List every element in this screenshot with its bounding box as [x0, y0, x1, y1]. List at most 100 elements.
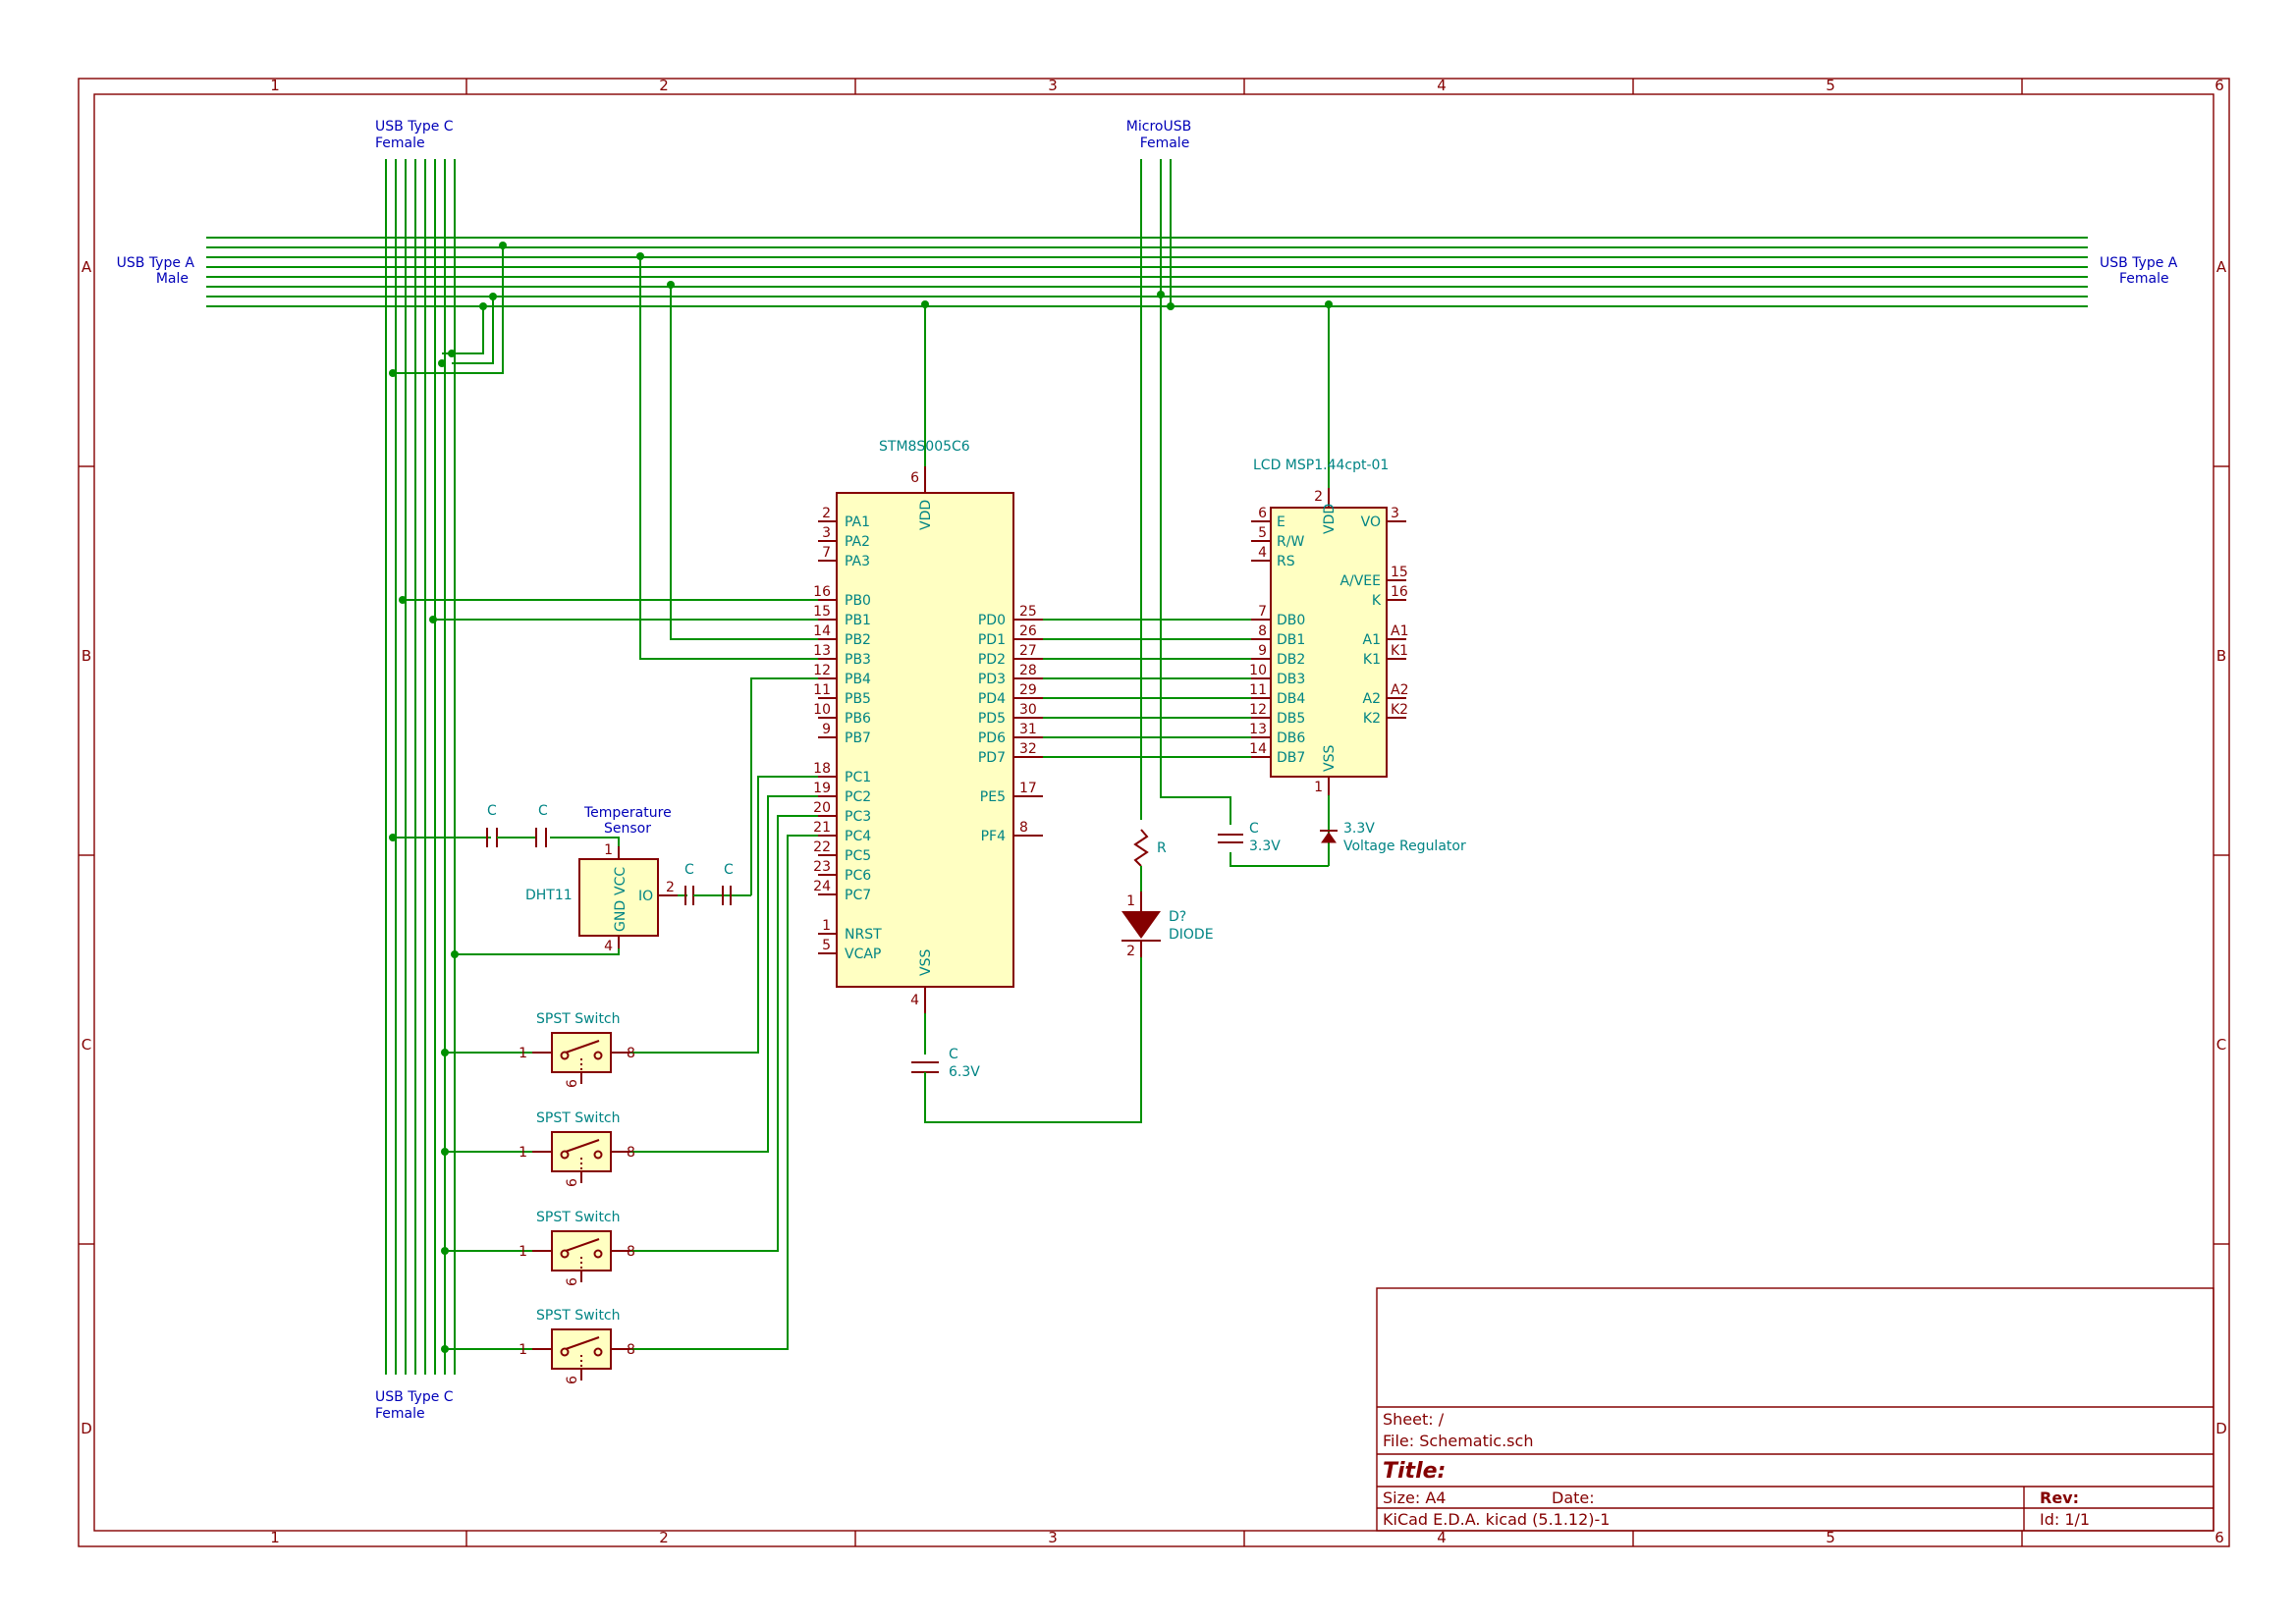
- usb-c-top-label-1: USB Type C: [375, 119, 454, 135]
- mcu-pin-number: 7: [822, 545, 831, 561]
- mcu-pin-number: 21: [813, 820, 831, 836]
- frame-row-label: D: [81, 1420, 92, 1437]
- mcu-pin-number: 14: [813, 623, 831, 639]
- lcd-pin-name: VO: [1361, 514, 1381, 530]
- mcu-pin-name: PB4: [845, 672, 871, 687]
- lcd-pin-number: 14: [1249, 741, 1267, 757]
- mcu-pin-name: PB5: [845, 691, 871, 707]
- usb-a-female-label-2: Female: [2119, 271, 2169, 287]
- lcd-pin-name: RS: [1277, 554, 1295, 569]
- frame-col-label: 6: [2214, 1529, 2224, 1546]
- switch-pin-left: 1: [519, 1342, 527, 1358]
- mcu-vdd-pin: 6: [910, 470, 919, 486]
- switch-label: SPST Switch: [536, 1210, 621, 1225]
- lcd-pin-name: A/VEE: [1339, 573, 1381, 589]
- switch-pin-left: 1: [519, 1145, 527, 1161]
- lcd-pin: 6E: [1251, 506, 1285, 530]
- sensor-pin2: 2: [666, 880, 675, 895]
- lcd-vss-label: VSS: [1322, 745, 1338, 772]
- lcd-pin-name: DB1: [1277, 632, 1305, 648]
- mcu-pin-number: 9: [822, 722, 831, 737]
- cap-vss-ref: C: [949, 1047, 958, 1062]
- mcu-pin-name: PA3: [845, 554, 870, 569]
- lcd-pin-name: K2: [1363, 711, 1381, 727]
- lcd-pin-name: K1: [1363, 652, 1381, 668]
- lcd-pin-number: 9: [1258, 643, 1267, 659]
- lcd-pin-name: K: [1372, 593, 1382, 609]
- lcd-pin-name: DB7: [1277, 750, 1305, 766]
- mcu-pin-number: 12: [813, 663, 831, 678]
- tb-title: Title:: [1383, 1459, 1446, 1484]
- switch-pin-right: 8: [627, 1145, 635, 1161]
- mcu-pin-name: PB7: [845, 730, 871, 746]
- mcu-pin-name: PC2: [845, 789, 871, 805]
- cap-ref: C: [538, 803, 548, 819]
- mcu-pin-number: 8: [1019, 820, 1028, 836]
- usb-a-male-label-2: Male: [156, 271, 189, 287]
- title-block: Sheet: / File: Schematic.sch Title: Size…: [1376, 1287, 2214, 1532]
- sensor-vcc: VCC: [613, 867, 629, 895]
- switch-pin-bottom: 6: [565, 1079, 580, 1088]
- lcd-pin-name: DB2: [1277, 652, 1305, 668]
- switch-pin-right: 8: [627, 1046, 635, 1061]
- lcd-pin-number: K2: [1391, 702, 1408, 718]
- mcu-pin-name: PD5: [978, 711, 1006, 727]
- mcu-pin-name: PD4: [978, 691, 1006, 707]
- resistor: R: [1133, 829, 1167, 892]
- frame-row-label: B: [82, 647, 91, 665]
- switch-pin-right: 8: [627, 1244, 635, 1260]
- junctions: [389, 242, 1333, 1353]
- mcu-pin-name: VCAP: [845, 947, 881, 962]
- usb-a-female-label-1: USB Type A: [2100, 255, 2178, 271]
- capacitor: C: [684, 862, 723, 905]
- usb-c-top-label-2: Female: [375, 135, 425, 151]
- switch-label: SPST Switch: [536, 1110, 621, 1126]
- mcu-pin-name: PD7: [978, 750, 1006, 766]
- cap-ref: C: [684, 862, 694, 878]
- capacitor-vss: C 6.3V: [911, 1047, 980, 1084]
- mcu-vdd-label: VDD: [918, 500, 934, 530]
- lcd-pin: 15A/VEE: [1339, 565, 1407, 589]
- frame-row-label: B: [2216, 647, 2226, 665]
- sensor-gnd: GND: [613, 900, 629, 932]
- mcu-pin-name: PD1: [978, 632, 1006, 648]
- lcd-vss-pin: 1: [1314, 780, 1323, 795]
- switch-pin-left: 1: [519, 1046, 527, 1061]
- tb-rev: Rev:: [2040, 1488, 2079, 1507]
- capacitor: C: [535, 803, 548, 847]
- mcu-pin-name: PB2: [845, 632, 871, 648]
- frame-col-label: 6: [2214, 77, 2224, 94]
- micro-usb-label-1: MicroUSB: [1126, 119, 1191, 135]
- cap-ref: C: [487, 803, 497, 819]
- diode-value: DIODE: [1169, 927, 1214, 943]
- switch-pin-left: 1: [519, 1244, 527, 1260]
- switch-pin-bottom: 6: [565, 1376, 580, 1384]
- sensor-io: IO: [638, 889, 653, 904]
- mcu-pin-number: 22: [813, 839, 831, 855]
- lcd-pin: 4RS: [1251, 545, 1295, 569]
- switch-pin-bottom: 6: [565, 1277, 580, 1286]
- lcd-vdd-label: VDD: [1322, 504, 1338, 534]
- mcu-pin-number: 23: [813, 859, 831, 875]
- lcd-name: LCD MSP1.44cpt-01: [1253, 458, 1389, 473]
- frame-col-label: 3: [1048, 1529, 1058, 1546]
- frame-col-label: 3: [1048, 77, 1058, 94]
- tb-tool: KiCad E.D.A. kicad (5.1.12)-1: [1383, 1510, 1610, 1529]
- lcd-pin-name: A2: [1363, 691, 1381, 707]
- usb-c-bottom-label-2: Female: [375, 1406, 425, 1422]
